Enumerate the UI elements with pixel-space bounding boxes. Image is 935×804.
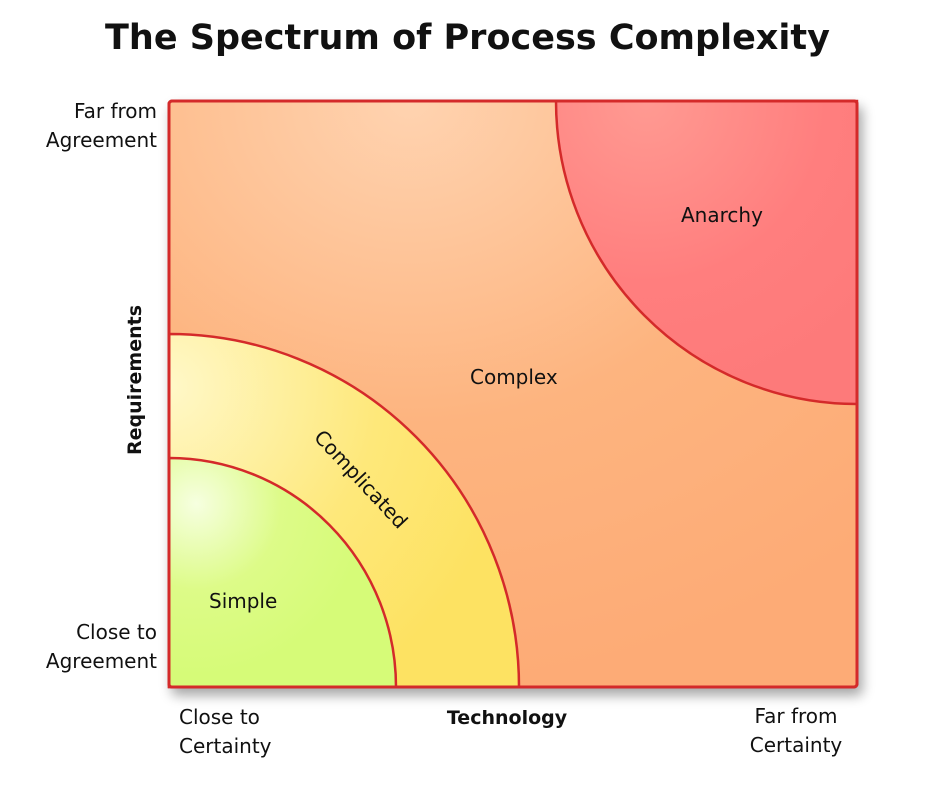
simple-label: Simple bbox=[209, 589, 277, 613]
diagram-title: The Spectrum of Process Complexity bbox=[105, 18, 830, 58]
y-bottom-label-line2: Agreement bbox=[45, 649, 157, 673]
y-axis-title: Requirements bbox=[124, 304, 146, 456]
y-bottom-label: Close to Agreement bbox=[10, 618, 157, 676]
y-top-label: Far from Agreement bbox=[10, 97, 157, 155]
y-top-label-line2: Agreement bbox=[45, 128, 157, 152]
simple-region bbox=[167, 456, 398, 689]
anarchy-region bbox=[554, 99, 859, 406]
x-left-label-line1: Close to bbox=[179, 705, 260, 729]
anarchy-label: Anarchy bbox=[681, 203, 763, 227]
x-left-label-line2: Certainty bbox=[179, 734, 272, 758]
y-bottom-label-line1: Close to bbox=[76, 620, 157, 644]
x-left-label: Close to Certainty bbox=[179, 703, 272, 761]
y-top-label-line1: Far from bbox=[73, 99, 157, 123]
x-right-label-line2: Certainty bbox=[749, 733, 843, 757]
complex-label: Complex bbox=[470, 365, 558, 389]
x-right-label-line1: Far from bbox=[754, 704, 838, 728]
x-right-label: Far from Certainty bbox=[736, 702, 856, 760]
x-axis-title: Technology bbox=[446, 707, 568, 729]
